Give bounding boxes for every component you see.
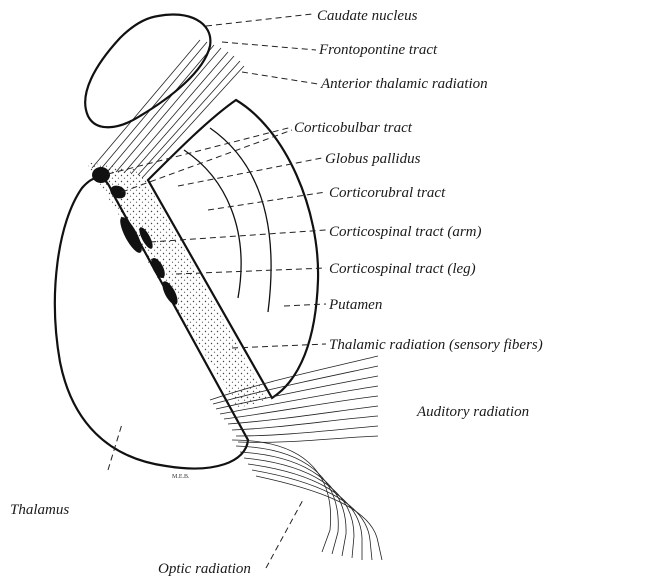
label-anterior-thalamic-radiation: Anterior thalamic radiation [320,76,488,92]
label-caudate-nucleus: Caudate nucleus [317,8,418,24]
label-corticospinal-arm: Corticospinal tract (arm) [329,224,482,240]
leader-corticobulbar-2 [122,130,292,192]
caudate-nucleus-outline [85,14,210,127]
label-corticospinal-leg: Corticospinal tract (leg) [329,261,476,277]
label-globus-pallidus: Globus pallidus [325,151,421,167]
label-auditory-radiation: Auditory radiation [416,404,529,420]
leader-frontopontine [222,42,316,50]
corticobulbar-tract-mark [92,167,110,183]
leader-caudate [206,14,312,26]
leader-putamen [284,304,326,306]
leader-thalamus [108,424,122,470]
leader-optic [266,498,304,568]
leader-corticobulbar-1 [108,127,292,174]
label-optic-radiation: Optic radiation [158,561,251,577]
label-thalamic-radiation: Thalamic radiation (sensory fibers) [329,337,543,353]
leader-thalamic-radiation [232,344,326,348]
label-frontopontine-tract: Frontopontine tract [318,42,438,58]
posterior-limb-stipple [86,162,268,408]
label-thalamus: Thalamus [10,502,69,518]
anterior-limb-fibers [92,40,244,178]
label-corticorubral-tract: Corticorubral tract [329,185,446,201]
artist-initials: M.E.B. [172,474,190,480]
label-putamen: Putamen [328,297,382,313]
label-corticobulbar-tract: Corticobulbar tract [294,120,413,136]
leader-anterior-thalamic [242,72,318,84]
